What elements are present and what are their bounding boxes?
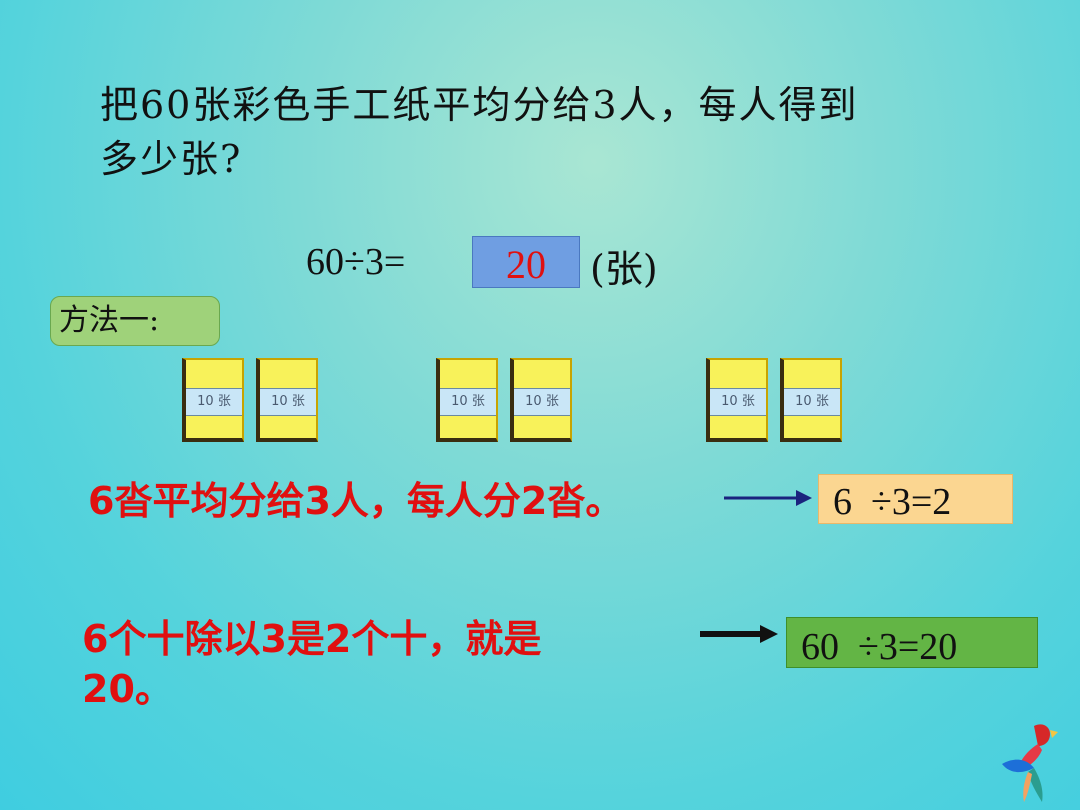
equation-box-2: 60 ÷3=20 [786,617,1038,668]
paper-pack: 10 张 [436,358,498,442]
pack-label: 10 张 [186,388,242,416]
explanation-1-text: 6沓平均分给3人，每人分2沓。 [88,479,624,523]
paper-pack: 10 张 [706,358,768,442]
parrot-icon [1002,724,1058,802]
answer-box[interactable]: 20 [472,236,580,288]
question-line-1: 把60张彩色手工纸平均分给3人，每人得到 [100,83,859,127]
unit-label: (张) [590,247,658,291]
explanation-2-text: 6个十除以3是2个十，就是 20。 [82,614,541,714]
explanation-2-line-1: 6个十除以3是2个十，就是 [82,617,542,661]
paper-pack: 10 张 [182,358,244,442]
question-line-2: 多少张? [100,137,243,181]
paper-pack: 10 张 [510,358,572,442]
explanation-2-line-2: 20。 [82,667,173,711]
method-label: 方法一: [50,296,220,346]
question-text: 把60张彩色手工纸平均分给3人，每人得到 多少张? [100,78,1000,186]
pack-label: 10 张 [784,388,840,416]
arrow-right-icon [724,490,812,506]
pack-label: 10 张 [260,388,316,416]
pack-label: 10 张 [710,388,766,416]
paper-pack: 10 张 [256,358,318,442]
main-equation: 60÷3= [306,241,406,283]
arrow-right-icon [700,625,778,643]
equation-box-1: 6 ÷3=2 [818,474,1013,524]
pack-label: 10 张 [514,388,570,416]
pack-label: 10 张 [440,388,496,416]
paper-pack: 10 张 [780,358,842,442]
